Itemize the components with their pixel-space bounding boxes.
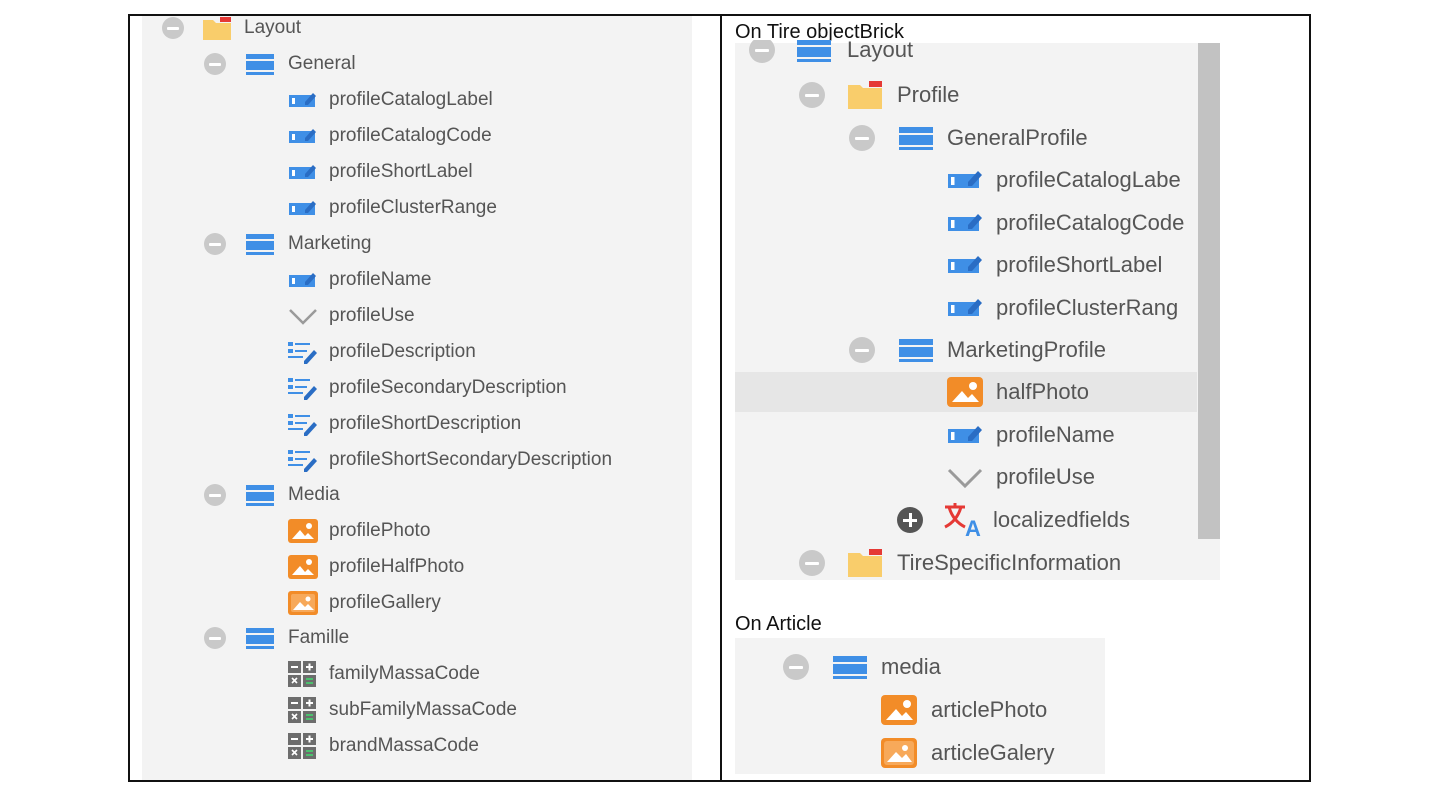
image-icon	[288, 555, 318, 579]
select-icon	[947, 464, 983, 490]
tree-leaf[interactable]: profileCatalogLabe	[947, 164, 1197, 196]
panel-icon	[246, 232, 274, 256]
panel-icon	[246, 483, 274, 507]
tree-node-media[interactable]: Media	[204, 479, 340, 511]
collapse-icon[interactable]	[849, 337, 875, 363]
input-icon	[288, 197, 318, 219]
left-tree-panel	[142, 16, 692, 780]
image-icon	[881, 695, 917, 725]
input-icon	[288, 125, 318, 147]
tree-node-localizedfields[interactable]: A localizedfields	[897, 502, 1130, 538]
tree-leaf[interactable]: profileShortDescription	[288, 408, 521, 440]
panel-icon	[797, 40, 831, 63]
tree-node-general[interactable]: General	[204, 48, 356, 80]
textarea-icon	[288, 376, 318, 400]
textarea-icon	[288, 412, 318, 436]
tree-node-layout[interactable]: Layout	[749, 40, 913, 66]
tree-leaf[interactable]: profilePhoto	[288, 515, 430, 547]
section-heading-article: On Article	[735, 613, 822, 635]
tree-leaf[interactable]: subFamilyMassaCode	[288, 694, 517, 726]
tree-leaf[interactable]: profileShortLabel	[947, 249, 1197, 281]
tree-leaf[interactable]: profileName	[288, 264, 431, 296]
tree-leaf[interactable]: profileSecondaryDescription	[288, 372, 567, 404]
image-icon	[288, 519, 318, 543]
calculated-icon	[288, 733, 316, 759]
collapse-icon[interactable]	[799, 550, 825, 576]
expand-icon[interactable]	[897, 507, 923, 533]
tree-leaf[interactable]: articlePhoto	[881, 694, 1047, 726]
tree-node-profile[interactable]: Profile	[799, 79, 959, 111]
folder-icon	[847, 548, 883, 578]
tree-leaf[interactable]: profileName	[947, 419, 1115, 451]
tree-node-tirespecificinformation[interactable]: TireSpecificInformation	[799, 547, 1121, 579]
folder-icon	[847, 80, 883, 110]
panel-icon	[899, 124, 933, 152]
tree-leaf[interactable]: profileClusterRang	[947, 292, 1197, 324]
input-icon	[288, 161, 318, 183]
input-icon	[947, 422, 983, 448]
column-divider	[720, 14, 722, 782]
collapse-icon[interactable]	[162, 17, 184, 39]
collapse-icon[interactable]	[204, 627, 226, 649]
tree-leaf[interactable]: profileHalfPhoto	[288, 551, 464, 583]
collapse-icon[interactable]	[749, 40, 775, 63]
panel-icon	[899, 336, 933, 364]
tree-leaf[interactable]: profileShortSecondaryDescription	[288, 444, 612, 476]
tree-leaf-selected[interactable]: halfPhoto	[947, 376, 1089, 408]
collapse-icon[interactable]	[799, 82, 825, 108]
calculated-icon	[288, 661, 316, 687]
tree-node-famille[interactable]: Famille	[204, 622, 349, 654]
panel-icon	[246, 52, 274, 76]
input-icon	[947, 167, 983, 193]
collapse-icon[interactable]	[204, 53, 226, 75]
svg-text:A: A	[965, 516, 981, 538]
section-heading-tire-objectbrick: On Tire objectBrick	[735, 21, 904, 43]
collapse-icon[interactable]	[204, 233, 226, 255]
scrollbar-thumb[interactable]	[1198, 43, 1220, 539]
tree-leaf[interactable]: profileCatalogCode	[947, 207, 1197, 239]
panel-icon	[246, 626, 274, 650]
input-icon	[288, 269, 318, 291]
select-icon	[288, 305, 318, 327]
tree-leaf[interactable]: profileClusterRange	[288, 192, 497, 224]
tree-node-layout[interactable]: Layout	[162, 12, 301, 44]
collapse-icon[interactable]	[783, 654, 809, 680]
input-icon	[288, 89, 318, 111]
collapse-icon[interactable]	[204, 484, 226, 506]
tree-leaf[interactable]: profileCatalogCode	[288, 120, 492, 152]
tree-node-media[interactable]: media	[783, 651, 941, 683]
tree-node-generalprofile[interactable]: GeneralProfile	[849, 122, 1088, 154]
gallery-icon	[288, 591, 318, 615]
gallery-icon	[881, 738, 917, 768]
tree-leaf[interactable]: profileCatalogLabel	[288, 84, 493, 116]
folder-icon	[202, 15, 232, 41]
tree-node-marketingprofile[interactable]: MarketingProfile	[849, 334, 1106, 366]
figure-frame	[128, 14, 1311, 782]
image-icon	[947, 377, 983, 407]
input-icon	[947, 252, 983, 278]
textarea-icon	[288, 448, 318, 472]
textarea-icon	[288, 340, 318, 364]
input-icon	[947, 210, 983, 236]
translate-icon: A	[943, 502, 983, 538]
tree-node-marketing[interactable]: Marketing	[204, 228, 371, 260]
collapse-icon[interactable]	[849, 125, 875, 151]
tree-leaf[interactable]: brandMassaCode	[288, 730, 479, 762]
tree-leaf[interactable]: profileUse	[288, 300, 415, 332]
calculated-icon	[288, 697, 316, 723]
tree-leaf[interactable]: profileDescription	[288, 336, 476, 368]
panel-icon	[833, 653, 867, 681]
tree-leaf[interactable]: profileUse	[947, 461, 1095, 493]
tree-leaf[interactable]: profileGallery	[288, 587, 441, 619]
tree-leaf[interactable]: profileShortLabel	[288, 156, 473, 188]
tree-leaf[interactable]: articleGalery	[881, 737, 1054, 769]
input-icon	[947, 295, 983, 321]
tree-leaf[interactable]: familyMassaCode	[288, 658, 480, 690]
